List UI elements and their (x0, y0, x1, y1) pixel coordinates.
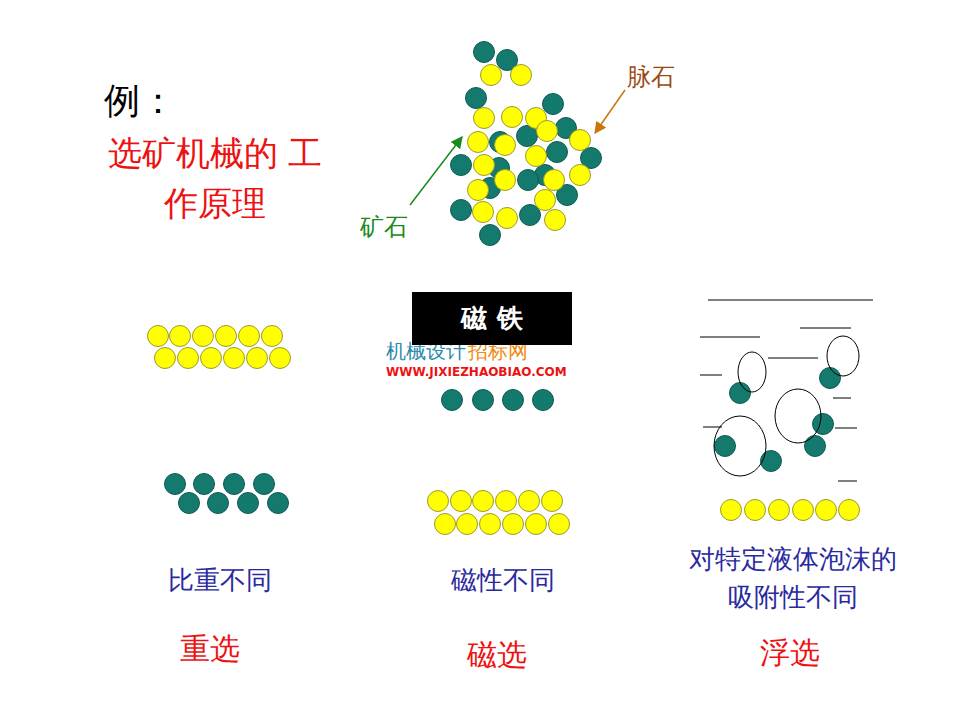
gangue-particle (518, 170, 539, 191)
ore-particle (495, 135, 516, 156)
ore-particle (769, 500, 790, 521)
leader-line (595, 90, 625, 133)
ore-particle (468, 132, 489, 153)
ore-particle (503, 514, 524, 535)
liquid-lines (700, 300, 873, 481)
ore-particle (270, 348, 291, 369)
ore-particle (497, 208, 518, 229)
gangue-particle (480, 225, 501, 246)
gangue-particle (268, 493, 289, 514)
ore-particle (435, 514, 456, 535)
gangue-particle (451, 200, 472, 221)
gangue-particle (224, 474, 245, 495)
gangue-particle (473, 390, 494, 411)
ore-particle (502, 107, 523, 128)
gangue-particle (194, 474, 215, 495)
ore-particle (839, 500, 860, 521)
gangue-particle (451, 155, 472, 176)
ore-particle (474, 108, 495, 129)
ore-particle (148, 326, 169, 347)
gangue-particle (254, 474, 275, 495)
ore-particle (428, 491, 449, 512)
ore-particle (793, 500, 814, 521)
ore-particle (519, 491, 540, 512)
gangue-particle (474, 42, 495, 63)
ore-particle (544, 170, 565, 191)
ore-particle (549, 514, 570, 535)
ore-particle (468, 180, 489, 201)
particles (148, 42, 860, 535)
property-label: 比重不同 (120, 564, 320, 597)
ore-particle (721, 500, 742, 521)
method-label: 磁选 (417, 636, 577, 674)
ore-particle (496, 491, 517, 512)
ore-particle (570, 165, 591, 186)
gangue-particle (547, 142, 568, 163)
ore-particle (526, 146, 547, 167)
ore-particle (570, 130, 591, 151)
gangue-particle (165, 474, 186, 495)
ore-particle (193, 326, 214, 347)
ore-label: 矿石 (360, 212, 408, 242)
gangue-particle (805, 436, 826, 457)
gangue-particle (543, 94, 564, 115)
ore-particle (216, 326, 237, 347)
gangue-particle (715, 436, 736, 457)
gangue-particle (813, 414, 834, 435)
ore-particle (481, 65, 502, 86)
ore-particle (745, 500, 766, 521)
gangue-particle (238, 493, 259, 514)
ore-particle (511, 65, 532, 86)
ore-particle (495, 170, 516, 191)
ore-particle (451, 491, 472, 512)
ore-particle (535, 190, 556, 211)
method-label: 浮选 (710, 634, 870, 672)
ore-particle (155, 348, 176, 369)
ore-particle (480, 514, 501, 535)
ore-particle (526, 514, 547, 535)
ore-particle (537, 121, 558, 142)
leader-line (410, 137, 462, 205)
ore-particle (545, 210, 566, 231)
bubbles (714, 336, 859, 476)
ore-particle (473, 491, 494, 512)
watermark-url: WWW.JIXIEZHAOBIAO.COM (386, 365, 567, 379)
ore-particle (473, 202, 494, 223)
ore-particle (239, 326, 260, 347)
ore-particle (247, 348, 268, 369)
ore-particle (178, 348, 199, 369)
gangue-label: 脉石 (627, 62, 675, 92)
gangue-particle (533, 390, 554, 411)
gangue-particle (442, 390, 463, 411)
magnet-box: 磁 铁 (412, 292, 572, 345)
title: 例： (104, 78, 176, 123)
ore-particle (457, 514, 478, 535)
subtitle: 选矿机械的 工作原理 (95, 128, 335, 228)
gangue-particle (179, 493, 200, 514)
ore-particle (201, 348, 222, 369)
ore-particle (262, 326, 283, 347)
property-label: 对特定液体泡沫的 吸附性不同 (680, 540, 906, 616)
ore-particle (170, 326, 191, 347)
property-label: 磁性不同 (403, 564, 603, 597)
magnet-label: 磁 铁 (461, 301, 522, 336)
ore-particle (474, 155, 495, 176)
gangue-particle (820, 368, 841, 389)
ore-particle (816, 500, 837, 521)
gangue-particle (466, 88, 487, 109)
ore-particle (224, 348, 245, 369)
ore-particle (542, 491, 563, 512)
gangue-particle (730, 383, 751, 404)
method-label: 重选 (130, 630, 290, 668)
gangue-particle (503, 390, 524, 411)
gangue-particle (208, 493, 229, 514)
gangue-particle (761, 451, 782, 472)
